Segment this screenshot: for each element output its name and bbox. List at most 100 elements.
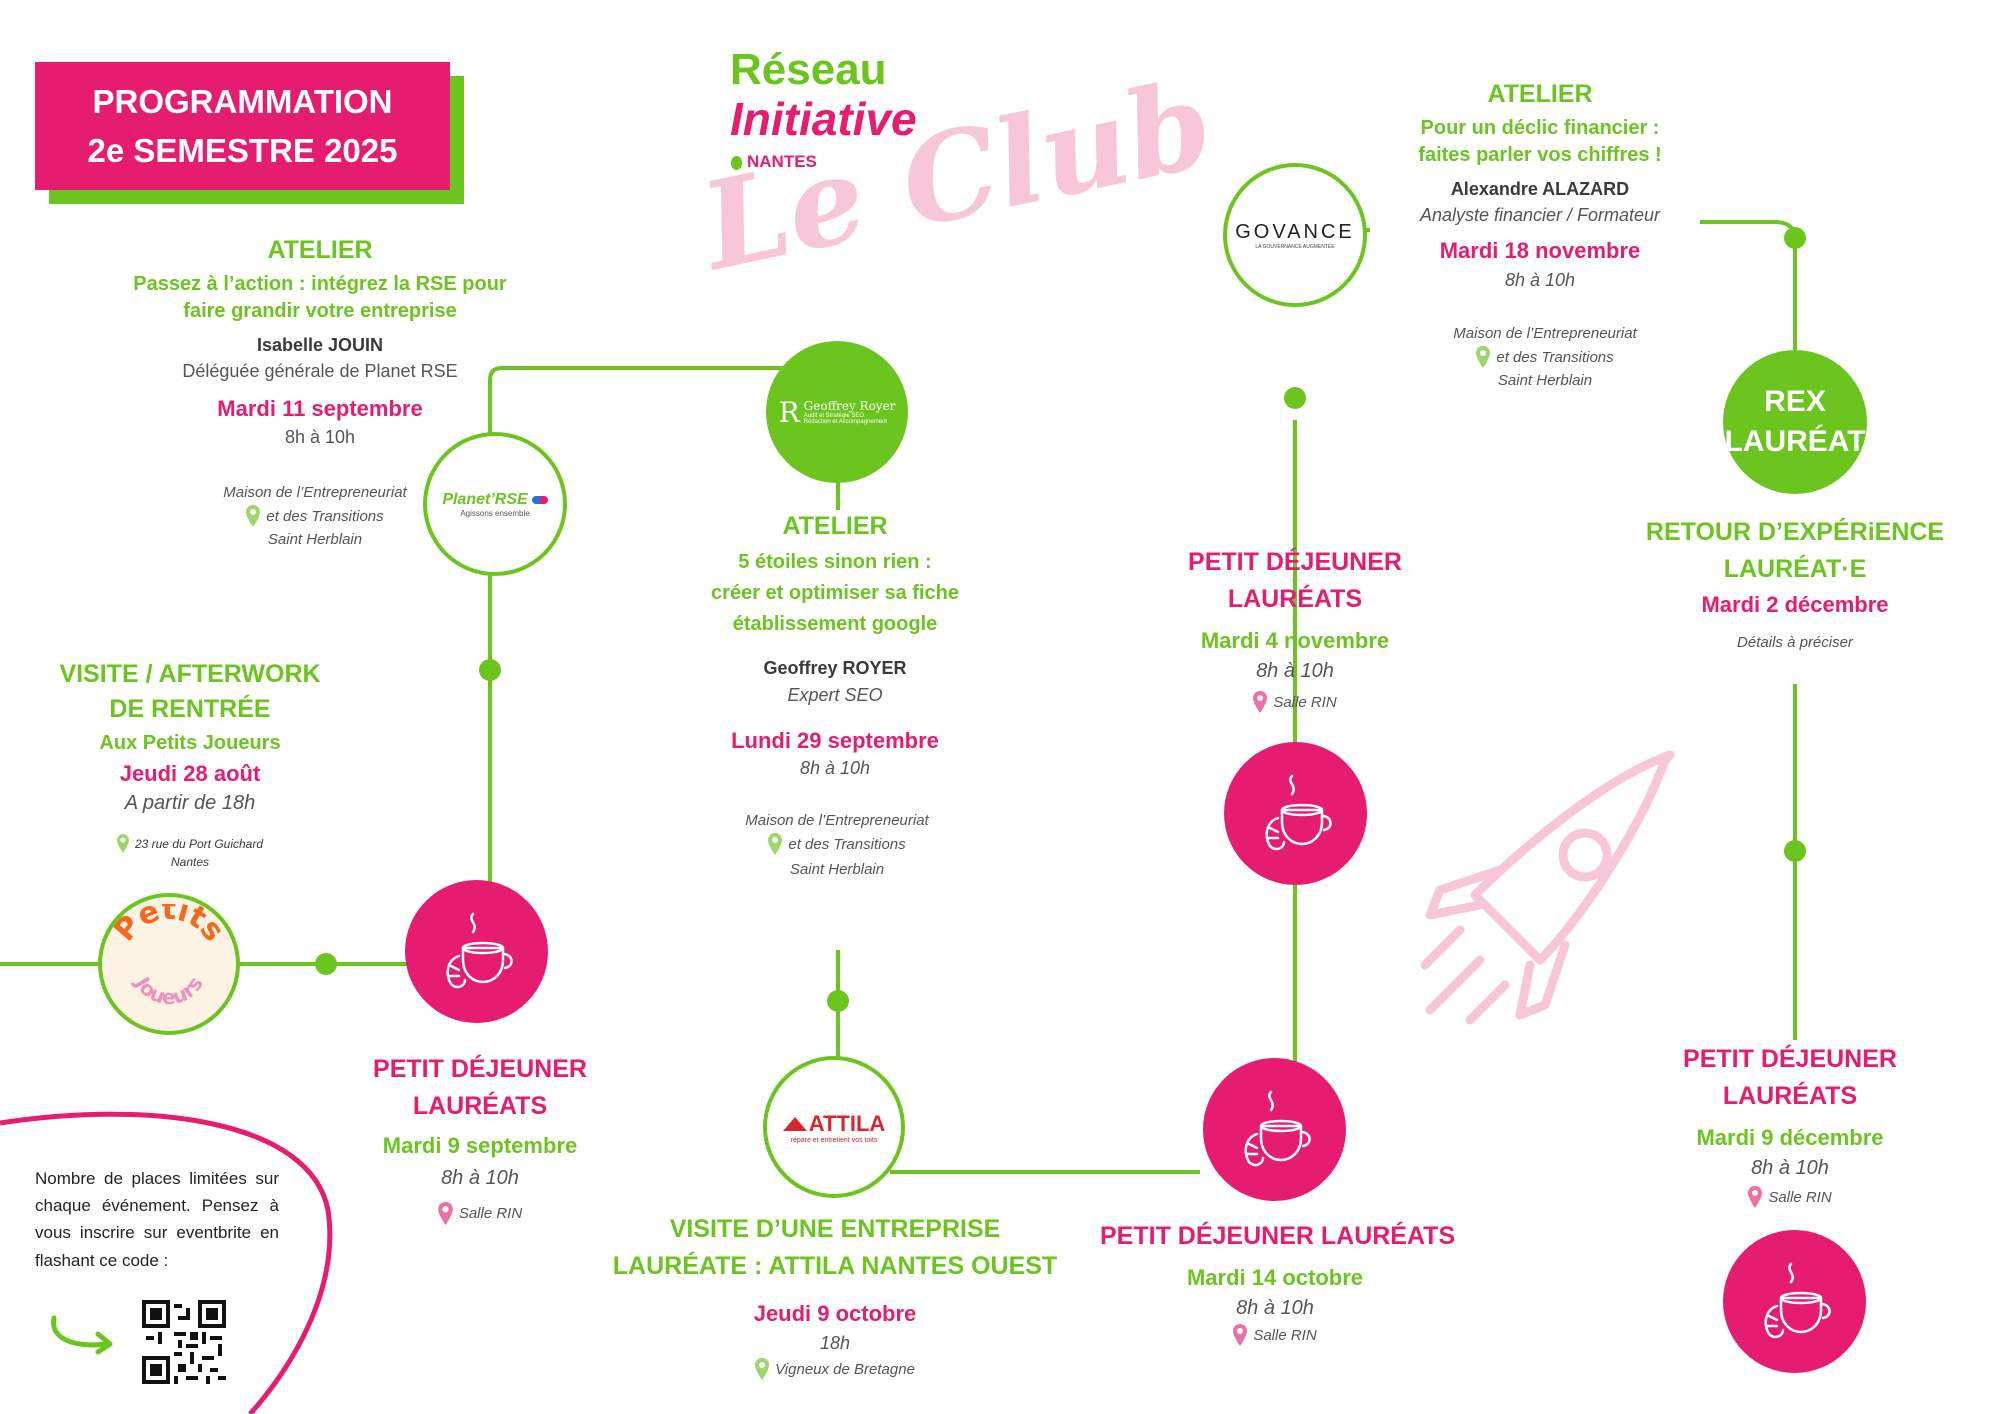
logo-initiative: Initiative	[730, 93, 917, 145]
breakfast-circle	[1203, 1058, 1346, 1201]
event-time: 8h à 10h	[441, 1167, 519, 1189]
event-seo-place: Maison de l’Entrepreneuriat et des Trans…	[737, 812, 937, 878]
event-title: VISITE D’UNE ENTREPRISE	[669, 1215, 1001, 1243]
event-title: LAURÉATS	[412, 1092, 548, 1120]
geoffrey-royer-logo: R Geoffrey Royer Audit et Stratégie SEO …	[766, 341, 908, 483]
program-banner: PROGRAMMATION 2e SEMESTRE 2025	[35, 62, 464, 204]
event-speaker-role: Expert SEO	[787, 685, 883, 705]
event-type: ATELIER	[267, 236, 373, 264]
event-rse: ATELIER Passez à l’action : intégrez la …	[110, 236, 530, 448]
event-date: Mardi 9 septembre	[382, 1133, 578, 1158]
gr-monogram-icon: R	[778, 395, 800, 429]
timeline-dot	[315, 953, 337, 975]
event-time: 8h à 10h	[1256, 660, 1334, 682]
coffee-croissant-icon	[1264, 774, 1332, 850]
attila-text: ATTILA	[808, 1110, 886, 1136]
govance-text: GOVANCE	[1235, 220, 1355, 243]
location-pin-icon	[437, 1202, 453, 1225]
location-pin-icon	[768, 833, 783, 855]
reseau-initiative-logo: Le Club Réseau Initiative NANTES	[691, 45, 1224, 298]
event-time: A partir de 18h	[124, 792, 256, 814]
event-speaker-role: Analyste financier / Formateur	[1419, 205, 1661, 225]
event-title: 5 étoiles sinon rien :	[738, 551, 932, 573]
event-afterwork: VISITE / AFTERWORK DE RENTRÉE Aux Petits…	[40, 660, 340, 815]
breakfast-circle	[1224, 742, 1367, 885]
event-title: créer et optimiser sa fiche	[711, 582, 959, 604]
registration-note: Nombre de places limitées sur chaque évé…	[35, 1169, 279, 1270]
event-subtitle: Aux Petits Joueurs	[99, 732, 281, 754]
place-line: Nantes	[170, 855, 210, 869]
location-pin-icon	[1748, 1186, 1763, 1208]
event-pdj-sept: PETIT DÉJEUNER LAURÉATS Mardi 9 septembr…	[350, 1055, 610, 1225]
location-pin-icon	[1253, 691, 1268, 713]
event-title: DE RENTRÉE	[109, 695, 271, 723]
event-pdj-oct: PETIT DÉJEUNER LAURÉATS Mardi 14 octobre…	[1100, 1222, 1455, 1346]
event-title: RETOUR D’EXPÉRiENCE	[1645, 518, 1945, 546]
coffee-croissant-icon	[445, 912, 513, 988]
event-title: LAURÉATE : ATTILA NANTES OUEST	[612, 1252, 1058, 1280]
event-date: Mardi 14 octobre	[1186, 1265, 1364, 1290]
rocket-illustration	[1420, 750, 1675, 1025]
place-line: et des Transitions	[1496, 348, 1614, 366]
breakfast-circle	[1723, 1230, 1866, 1373]
planet-rse-text: Planet’RSE	[442, 490, 528, 508]
event-date: Mardi 18 novembre	[1439, 238, 1641, 263]
place-line: et des Transitions	[266, 507, 384, 525]
location-pin-icon	[1476, 346, 1491, 368]
timeline-dot	[1784, 227, 1806, 249]
event-title: PETIT DÉJEUNER	[1188, 548, 1402, 576]
event-title: LAURÉATS	[1722, 1082, 1858, 1110]
event-date: Lundi 29 septembre	[731, 728, 939, 753]
program-semester: 2e SEMESTRE 2025	[87, 132, 398, 169]
event-speaker: Isabelle JOUIN	[256, 335, 384, 355]
roof-icon	[782, 1116, 807, 1131]
rex-label: LAURÉAT	[1724, 425, 1866, 458]
govance-sub: LA GOUVERNANCE AUGMENTÉE	[1255, 243, 1335, 250]
place-line: et des Transitions	[788, 835, 906, 853]
timeline-dot	[479, 659, 501, 681]
event-title: établissement google	[732, 613, 938, 635]
event-rse-place: Maison de l’Entrepreneuriat et des Trans…	[215, 484, 415, 548]
event-govance: ATELIER Pour un déclic financier : faite…	[1380, 80, 1700, 291]
event-time: 8h à 10h	[1751, 1157, 1829, 1179]
event-type: ATELIER	[1487, 80, 1593, 108]
event-rex: RETOUR D’EXPÉRiENCE LAURÉAT·E Mardi 2 dé…	[1640, 518, 1950, 651]
event-title: Passez à l’action : intégrez la RSE pour	[133, 273, 507, 295]
attila-sub: répare et entretient vos toits	[790, 1136, 878, 1144]
event-speaker: Alexandre ALAZARD	[1450, 179, 1630, 199]
rex-label: REX	[1764, 385, 1826, 418]
event-pdj-nov: PETIT DÉJEUNER LAURÉATS Mardi 4 novembre…	[1145, 548, 1445, 713]
event-time: 18h	[819, 1333, 851, 1353]
location-pin-icon	[755, 1358, 770, 1380]
gr-name: Geoffrey Royer	[803, 399, 896, 413]
planet-rse-sub: Agissons ensemble	[460, 508, 530, 518]
event-title: faites parler vos chiffres !	[1418, 144, 1662, 166]
event-title: Pour un déclic financier :	[1420, 117, 1660, 139]
event-seo: ATELIER 5 étoiles sinon rien : créer et …	[650, 512, 1020, 779]
place-line: Salle RIN	[1273, 693, 1337, 711]
event-time: 8h à 10h	[799, 758, 871, 778]
event-attila: VISITE D’UNE ENTREPRISE LAURÉATE : ATTIL…	[600, 1215, 1070, 1380]
location-pin-icon	[1233, 1324, 1248, 1346]
event-govance-place: Maison de l’Entrepreneuriat et des Trans…	[1445, 325, 1645, 389]
event-title: VISITE / AFTERWORK	[59, 660, 321, 688]
event-title: LAURÉAT·E	[1723, 555, 1867, 583]
event-type: ATELIER	[782, 512, 888, 540]
event-date: Mardi 9 décembre	[1696, 1125, 1884, 1150]
qr-code[interactable]	[142, 1300, 226, 1384]
attila-logo: ATTILA répare et entretient vos toits	[763, 1056, 905, 1198]
place-line: 23 rue du Port Guichard	[134, 836, 264, 851]
event-date: Mardi 2 décembre	[1701, 592, 1889, 617]
event-date: Mardi 4 novembre	[1200, 628, 1390, 653]
event-date: Jeudi 28 août	[119, 761, 261, 786]
event-date: Jeudi 9 octobre	[753, 1301, 917, 1326]
planet-rse-logo: Planet’RSE Agissons ensemble	[423, 432, 567, 576]
event-speaker: Geoffrey ROYER	[763, 658, 907, 678]
logo-nantes: NANTES	[747, 152, 817, 171]
rex-circle: REX LAURÉAT	[1723, 350, 1867, 494]
govance-logo: GOVANCE LA GOUVERNANCE AUGMENTÉE	[1223, 163, 1367, 307]
location-pin-icon	[116, 834, 129, 853]
event-pdj-dec: PETIT DÉJEUNER LAURÉATS Mardi 9 décembre…	[1640, 1045, 1940, 1208]
event-title: PETIT DÉJEUNER	[373, 1055, 587, 1083]
arrow-icon	[51, 1315, 113, 1355]
